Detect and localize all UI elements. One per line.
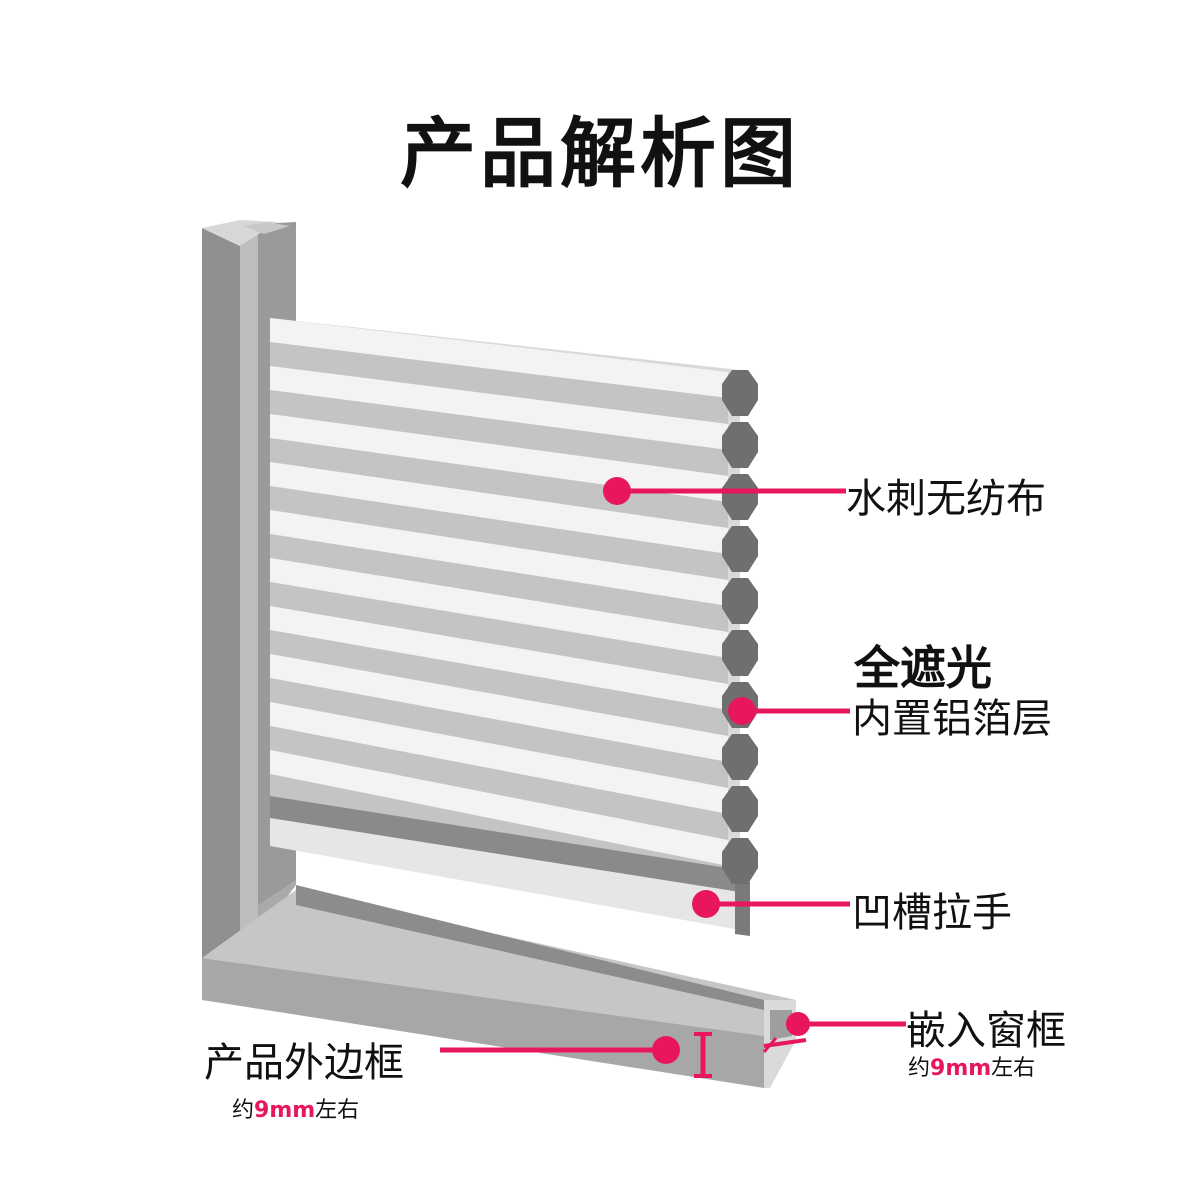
honeycomb-cell	[722, 630, 758, 676]
pleat-shadow	[270, 534, 728, 632]
embed-label: 嵌入窗框	[906, 1008, 1066, 1054]
callouts	[440, 477, 906, 1078]
pleat-shadow	[270, 582, 728, 684]
blackout-sub-label: 内置铝箔层	[852, 696, 1052, 742]
pleat-stripes	[270, 318, 728, 892]
pleat-shadow	[270, 630, 728, 736]
honeycomb-cell	[722, 786, 758, 832]
pleat-light	[270, 606, 728, 710]
pleat-shadow	[270, 486, 728, 580]
pleat-light	[270, 702, 728, 814]
pleat-shadow	[270, 726, 728, 840]
handle-label: 凹槽拉手	[852, 890, 1012, 936]
frame-note: 约9mm左右	[232, 1098, 360, 1123]
frame-marker	[652, 1036, 680, 1064]
pleat-shadow	[270, 438, 728, 528]
pleat-light	[270, 654, 728, 762]
pleat-light	[270, 366, 728, 450]
pleat-light	[270, 510, 728, 606]
pleat-shadow	[270, 678, 728, 788]
honeycomb-cell	[722, 734, 758, 780]
honeycomb-cell	[722, 370, 758, 416]
pleat-shadow	[270, 390, 728, 476]
honeycomb-cell	[722, 578, 758, 624]
pleat-light	[270, 750, 728, 866]
honeycomb-cell	[722, 526, 758, 572]
honeycomb-cell	[722, 474, 758, 520]
pleat-light	[270, 318, 728, 398]
pleat-shadow	[270, 342, 728, 424]
blackout-title-label: 全遮光	[854, 641, 992, 695]
fabric-marker	[603, 477, 631, 505]
honeycomb-cell	[722, 838, 758, 884]
handle-marker	[692, 890, 720, 918]
embed-marker	[786, 1012, 810, 1036]
page-title: 产品解析图	[400, 109, 800, 198]
cellular-shade	[270, 318, 758, 936]
pleat-light	[270, 462, 728, 554]
fabric-label: 水刺无纺布	[846, 476, 1046, 522]
blackout-marker	[728, 697, 756, 725]
honeycomb-cells	[722, 370, 758, 884]
frame-label: 产品外边框	[204, 1040, 404, 1086]
pleat-light	[270, 558, 728, 658]
embed-note: 约9mm左右	[908, 1056, 1036, 1081]
honeycomb-cell	[722, 422, 758, 468]
